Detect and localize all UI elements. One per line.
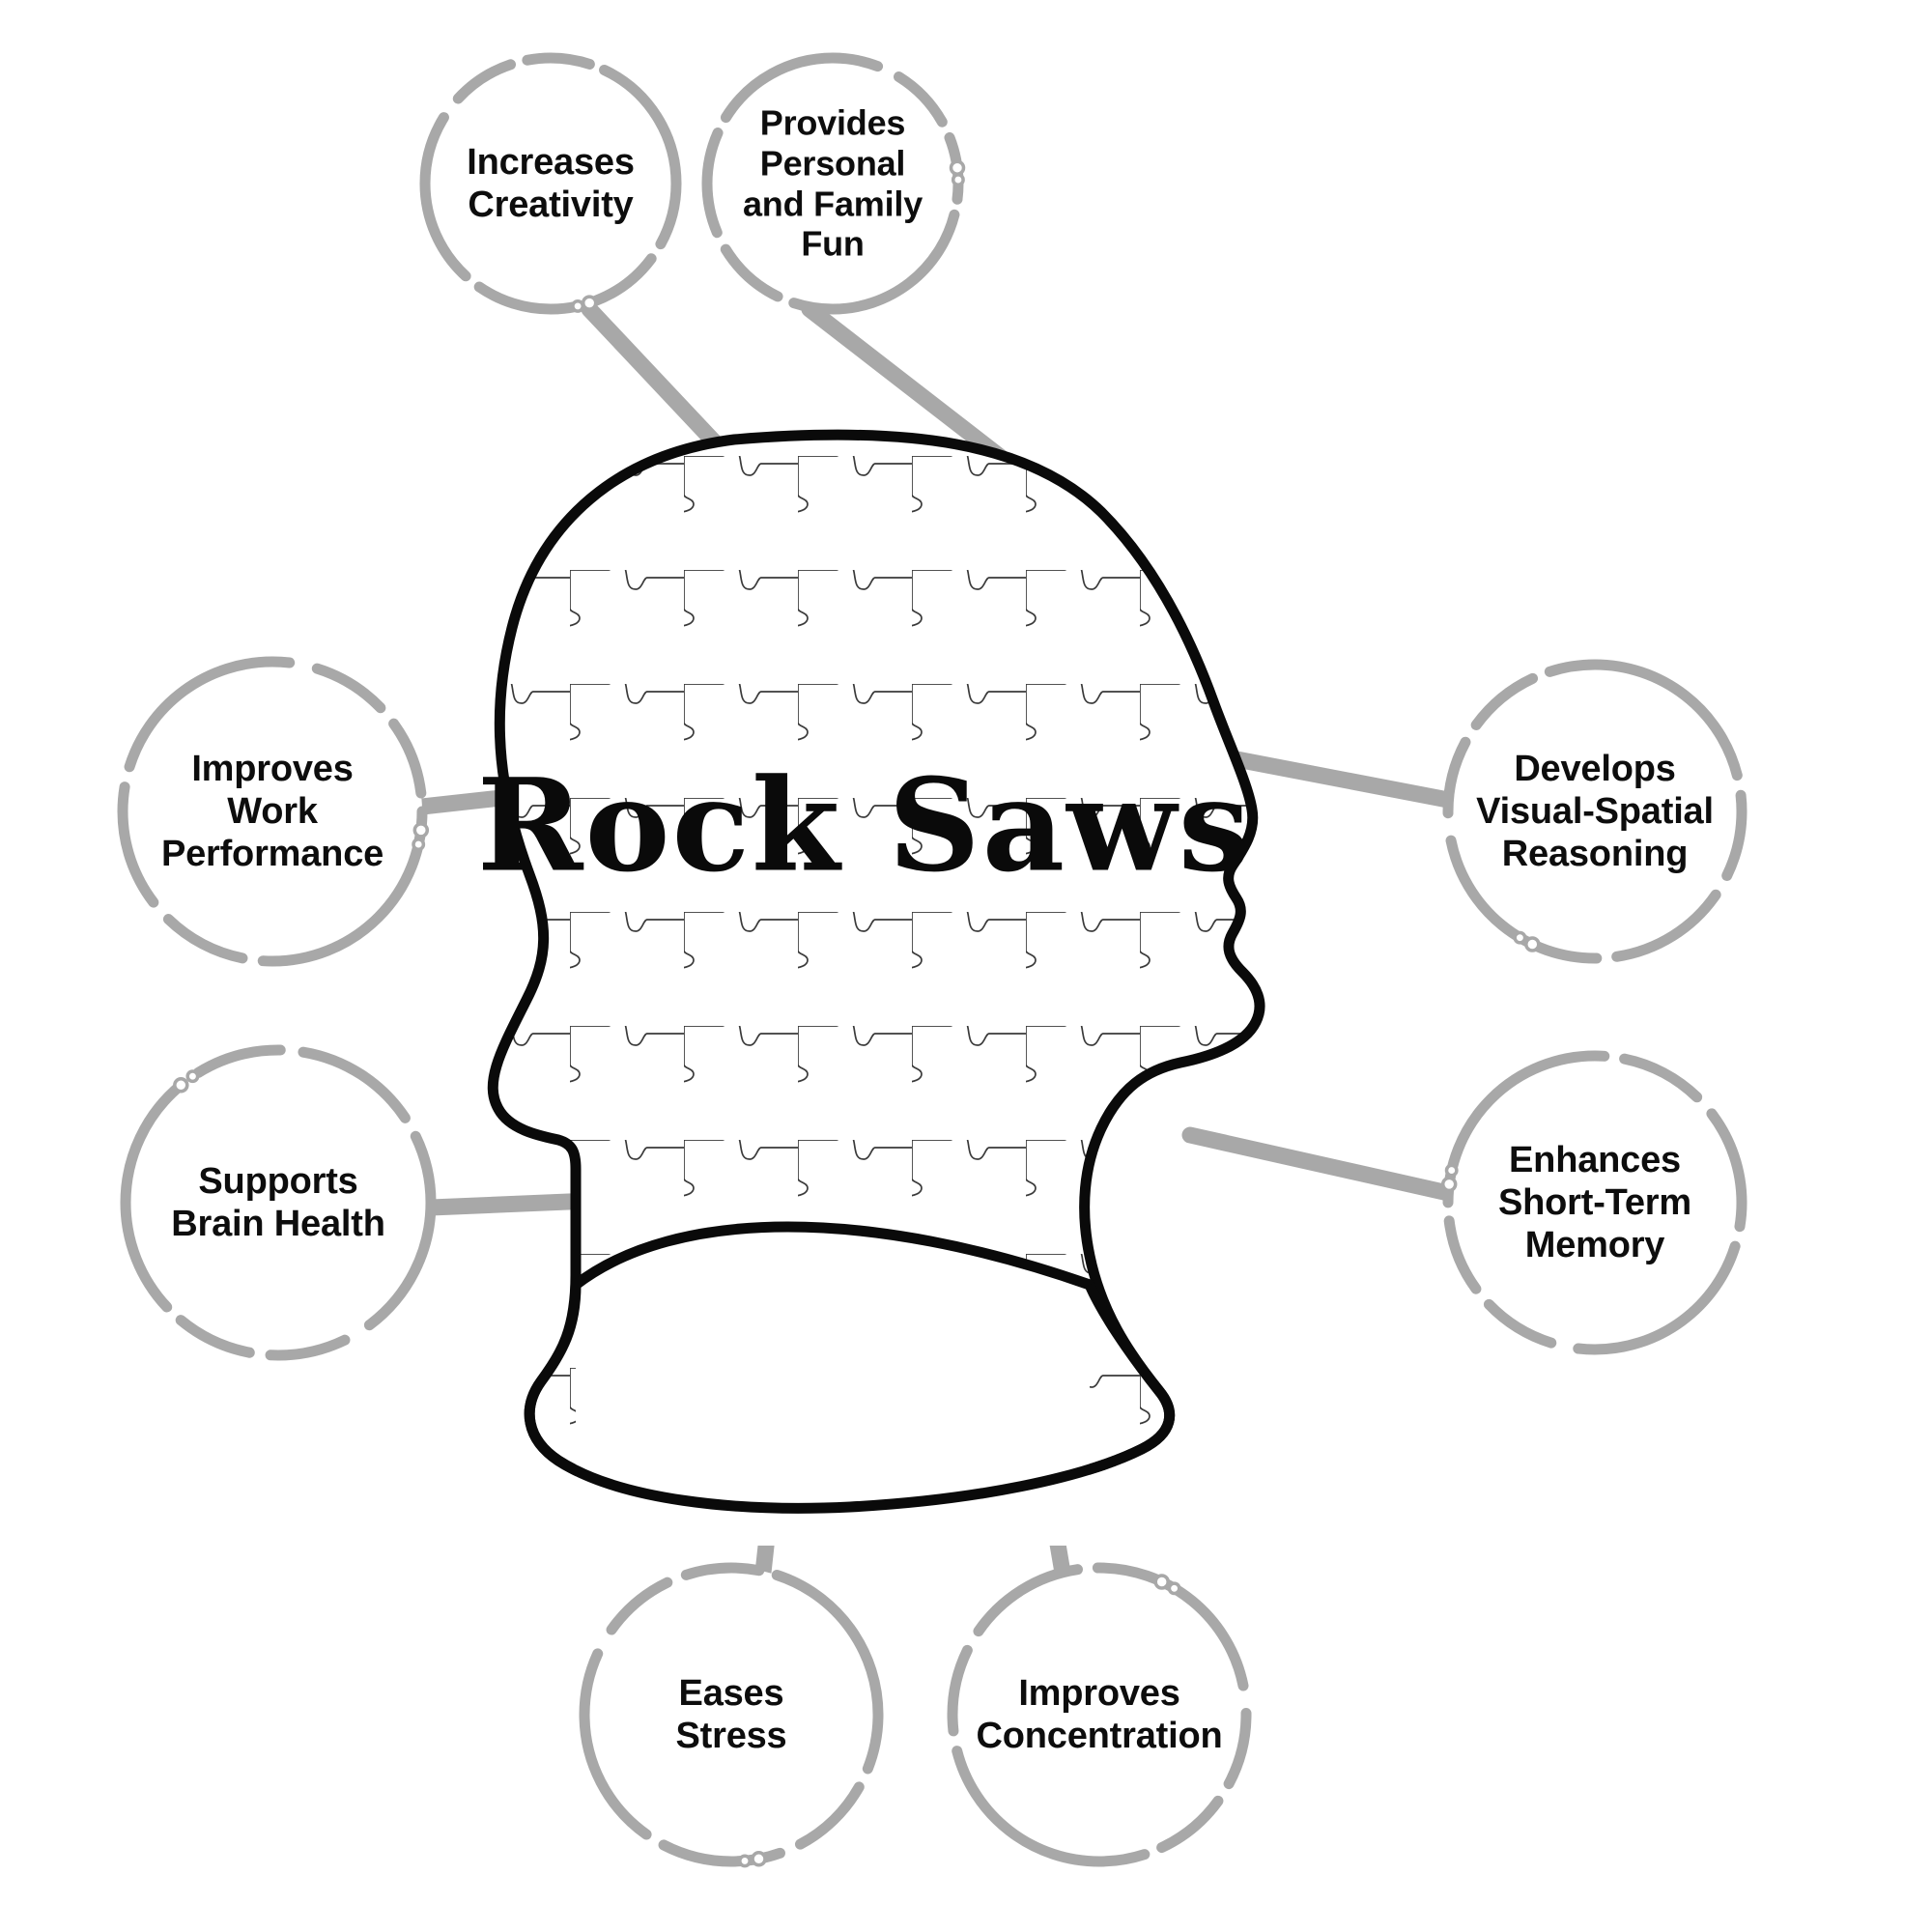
bubble-ring-supports-brain-health (120, 1044, 437, 1361)
bubble-dot-supports-brain-health-0 (173, 1077, 189, 1094)
brand-logo: Rock Saws (476, 751, 1253, 901)
shoulder-line (524, 1282, 1176, 1514)
bubble-ring-improves-work-performance (117, 656, 428, 967)
bubble-dot-enhances-short-term-memory-1 (1444, 1163, 1459, 1178)
bubble-ring-provides-personal-and-family-fun (701, 52, 964, 315)
bubble-dot-improves-concentration-0 (1153, 1574, 1170, 1590)
connector-develops-visual-spatial-reasoning (1223, 750, 1457, 809)
bubble-dot-eases-stress-0 (751, 1851, 767, 1867)
bubble-provides-personal-and-family-fun[interactable] (701, 52, 966, 315)
bubble-dot-improves-work-performance-0 (412, 822, 430, 838)
head-silhouette-group (487, 429, 1265, 1546)
bubble-dot-improves-concentration-1 (1167, 1581, 1181, 1596)
bubble-ring-eases-stress (579, 1562, 884, 1867)
bubble-ring-enhances-short-term-memory (1442, 1050, 1747, 1355)
bubble-dot-supports-brain-health-1 (185, 1069, 200, 1084)
bubble-develops-visual-spatial-reasoning[interactable] (1442, 659, 1747, 964)
jaw-line (570, 1221, 1095, 1291)
bubble-dot-provides-personal-and-family-fun-1 (951, 173, 965, 187)
bubble-ring-develops-visual-spatial-reasoning (1442, 659, 1747, 964)
bubble-improves-concentration[interactable] (947, 1562, 1252, 1867)
connector-enhances-short-term-memory (1181, 1126, 1457, 1202)
bubble-supports-brain-health[interactable] (120, 1044, 437, 1361)
bubble-dot-improves-work-performance-1 (412, 838, 426, 852)
bubble-dot-provides-personal-and-family-fun-0 (949, 159, 966, 176)
bubble-eases-stress[interactable] (579, 1562, 884, 1868)
bubble-dot-develops-visual-spatial-reasoning-1 (1513, 930, 1527, 945)
bubble-ring-increases-creativity (419, 52, 682, 315)
bubble-rings (117, 52, 1747, 1868)
bubble-increases-creativity[interactable] (419, 52, 682, 315)
bubble-improves-work-performance[interactable] (117, 656, 430, 967)
bubble-dot-eases-stress-1 (738, 1854, 752, 1868)
neck-mask (576, 1227, 1090, 1546)
bubble-enhances-short-term-memory[interactable] (1440, 1050, 1747, 1355)
bubble-dot-enhances-short-term-memory-0 (1440, 1176, 1458, 1193)
bubble-dot-increases-creativity-0 (581, 295, 598, 311)
bubble-ring-improves-concentration (947, 1562, 1252, 1867)
bubble-dot-increases-creativity-1 (571, 298, 585, 313)
bubble-dot-develops-visual-spatial-reasoning-0 (1524, 936, 1541, 952)
